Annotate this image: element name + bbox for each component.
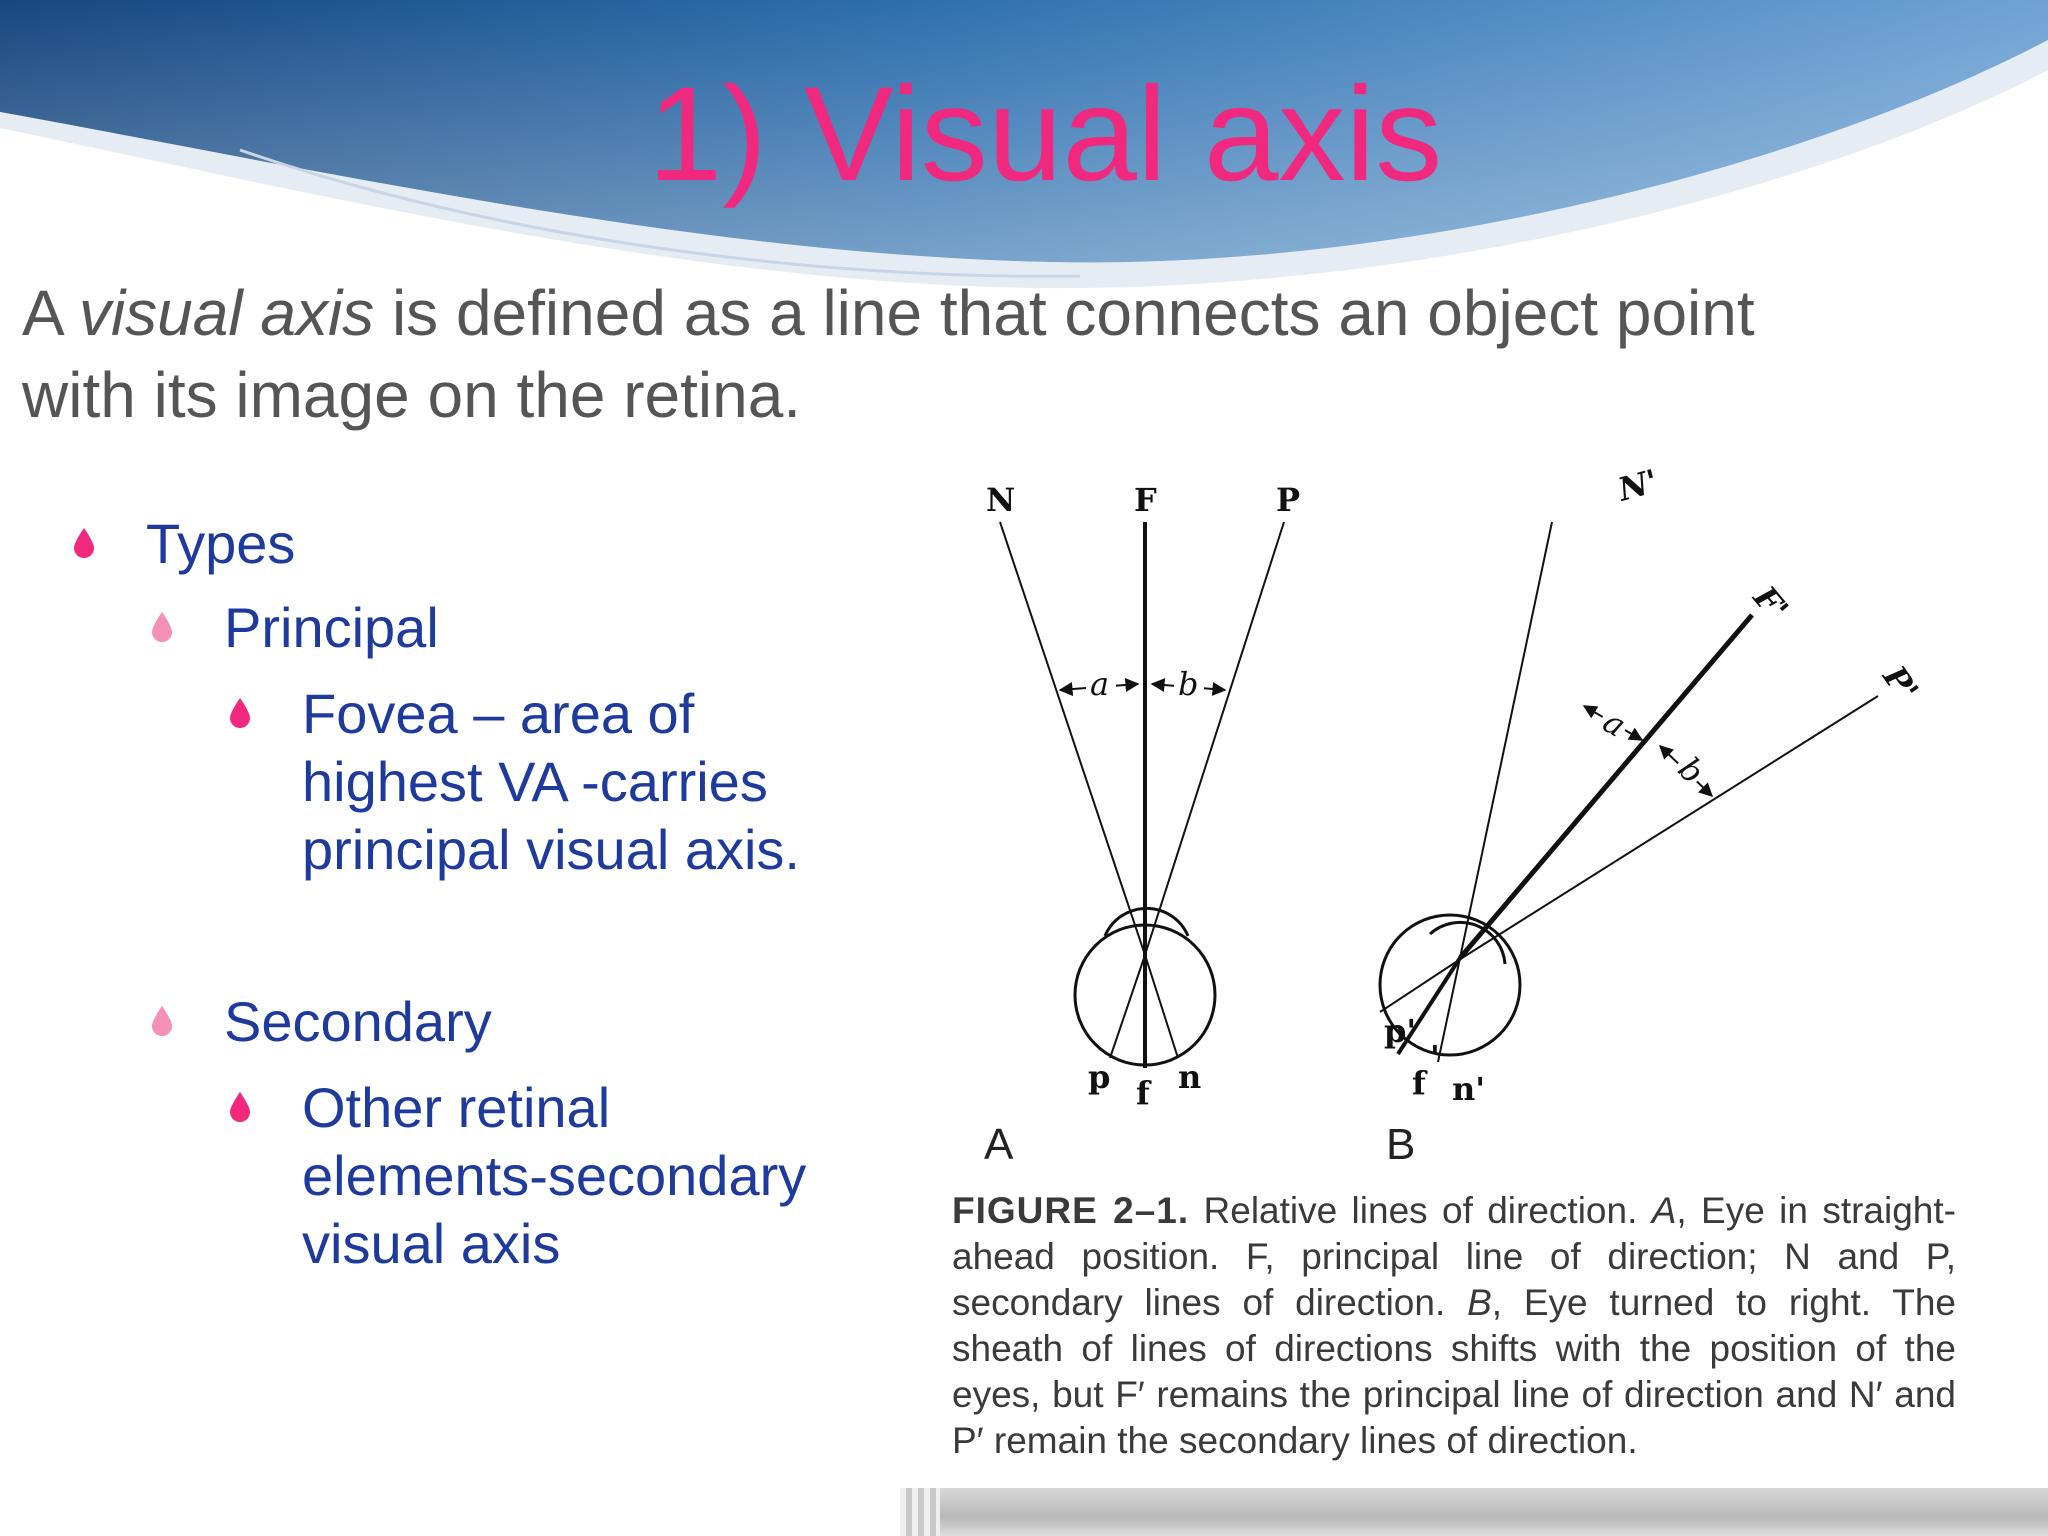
panel-a-label-b: b [1178,665,1198,703]
panel-a-letter: A [984,1120,1014,1169]
panel-b-label-P: P' [1875,658,1926,708]
bullet-fovea-line-3: principal visual axis. [302,818,800,881]
panel-a-label-F: F [1134,481,1157,519]
figure-diagram: a b N F P p f n [986,462,1926,1112]
bullet-other-line-1: Other retinal [302,1076,611,1139]
slide-title: 1) Visual axis [647,60,1443,209]
bullet-principal: Principal [146,594,546,664]
panel-b-label-N: N' [1613,462,1662,509]
figure-bottom-bar-edge [900,1488,940,1536]
panel-a-label-p: p [1088,1058,1110,1096]
teardrop-bullet-icon [74,528,94,558]
bullet-types: Types [68,510,468,580]
bullet-secondary-text: Secondary [224,990,492,1053]
bullet-secondary: Secondary [146,988,606,1058]
bullet-other-line-3: visual axis [302,1212,561,1275]
teardrop-bullet-icon [152,1006,172,1036]
bullet-types-text: Types [146,512,296,575]
bullet-other-line-2: elements-secondary [302,1144,807,1207]
caption-part: , Eye in straight-ahead position. F, pri… [952,1190,1956,1323]
panel-a-label-N: N [986,481,1015,519]
panel-b-label-f: f [1412,1064,1428,1102]
panel-a-label-a: a [1090,665,1109,703]
panel-b-label-f-prime: ' [1430,1038,1440,1076]
panel-a-label-P: P [1276,481,1300,519]
panel-b-diagram: a b N' F' P' p' f ' n' [1378,462,1926,1108]
teardrop-bullet-icon [230,1092,250,1122]
caption-part: Relative lines of direction. [1189,1190,1652,1231]
header-swoosh-background [0,0,2048,289]
intro-paragraph: A visual axis is defined as a line that … [22,272,1762,436]
panel-b-label-b: b [1671,750,1712,791]
bullet-fovea-line-1: Fovea – area of [302,682,695,745]
bullet-other-retinal: Other retinal elements-secondary visual … [224,1074,864,1284]
figure-panel: a b N F P p f n [900,450,2048,1536]
teardrop-bullet-icon [152,612,172,642]
panel-b-label-n: n' [1452,1070,1485,1108]
teardrop-bullet-icon [230,698,250,728]
caption-part: , Eye turned to right. The sheath of lin… [952,1282,1956,1461]
figure-bottom-bar [900,1488,2048,1536]
intro-suffix: is defined as a line that connects an ob… [22,277,1755,431]
panel-a-diagram: a b N F P p f n [986,481,1300,1112]
figure-caption-label: FIGURE 2–1. [952,1190,1190,1231]
intro-prefix: A [22,277,79,349]
panel-b-label-F: F' [1745,578,1796,628]
panel-b-letter: B [1386,1120,1416,1169]
bullet-fovea: Fovea – area of highest VA -carries prin… [224,680,844,890]
panel-a-label-f: f [1136,1074,1152,1112]
bullet-fovea-line-2: highest VA -carries [302,750,768,813]
caption-part-italic: A [1651,1190,1677,1231]
panel-a-label-n: n [1178,1058,1201,1096]
caption-part-italic: B [1467,1282,1492,1323]
figure-caption: FIGURE 2–1. Relative lines of direction.… [952,1188,1956,1464]
intro-italic-term: visual axis [78,277,375,349]
bullet-principal-text: Principal [224,596,439,659]
panel-b-label-p: p' [1384,1012,1416,1050]
